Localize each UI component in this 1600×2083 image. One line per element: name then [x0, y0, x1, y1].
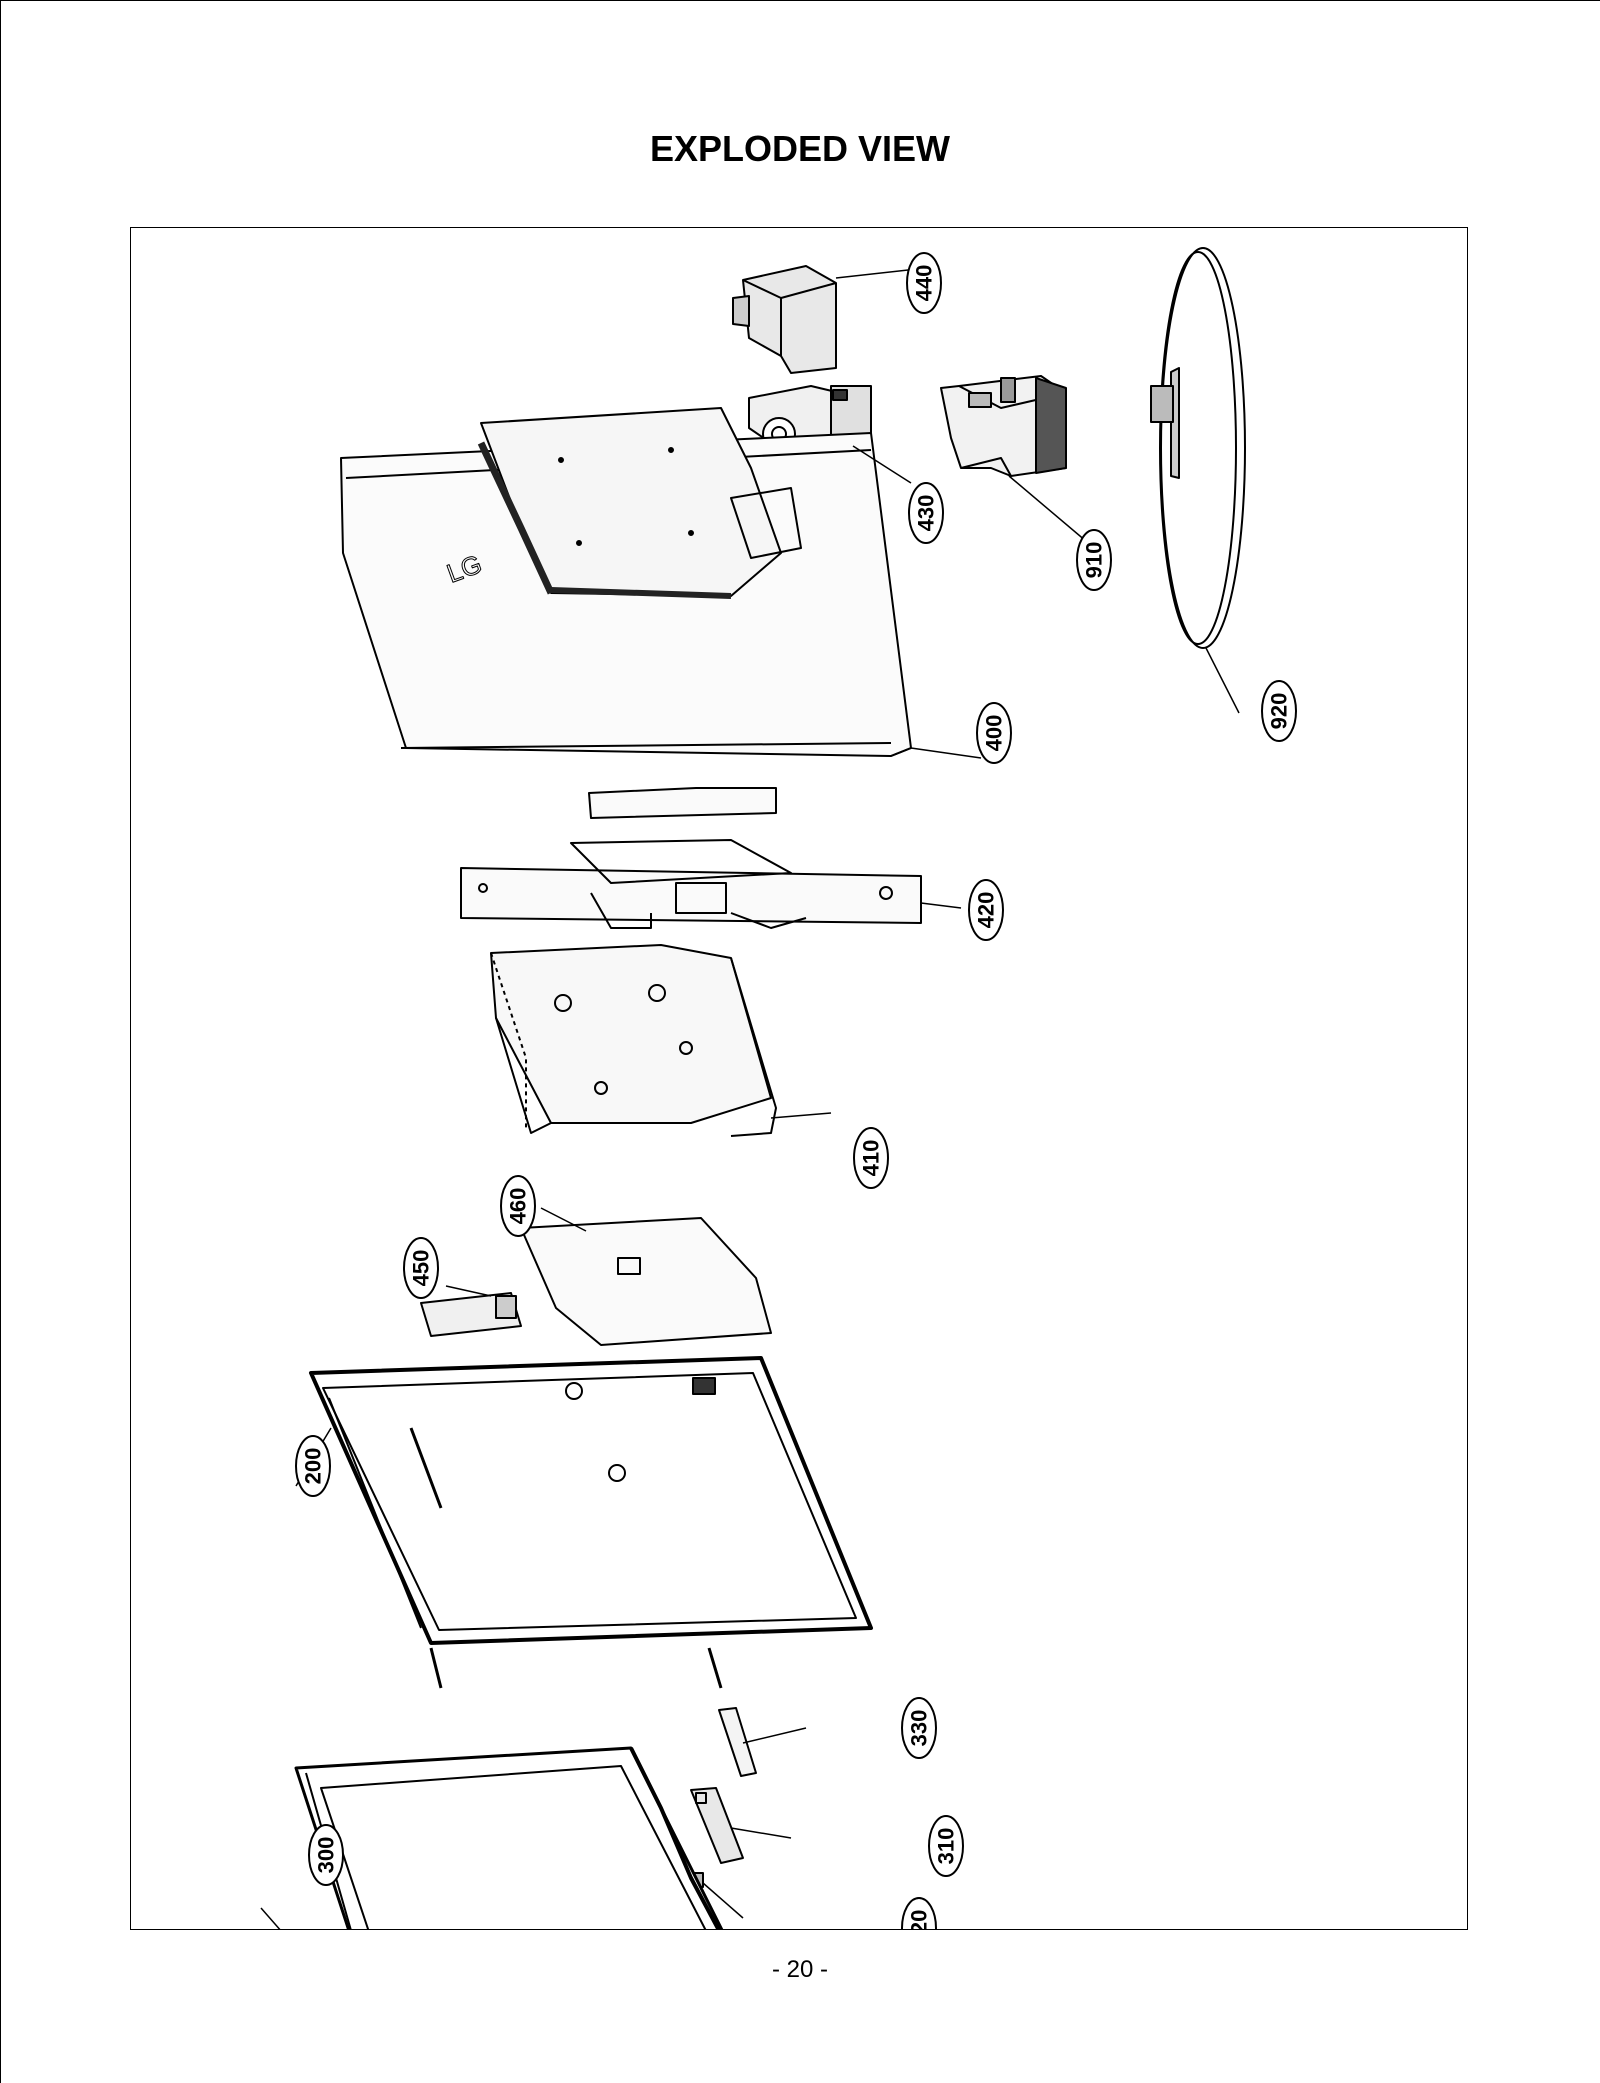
part-410-shield-case	[490, 944, 777, 1137]
callout-910: 910	[1076, 529, 1112, 591]
svg-text:410: 410	[859, 1140, 884, 1177]
callout-440: 440	[906, 252, 942, 314]
svg-text:460: 460	[506, 1188, 531, 1225]
page-title: EXPLODED VIEW	[649, 128, 951, 169]
callout-430: 430	[908, 482, 944, 544]
page-number: - 20 -	[771, 1956, 828, 1983]
callout-310: 310	[928, 1815, 964, 1877]
svg-text:440: 440	[912, 265, 937, 302]
part-200-lcd-panel	[309, 1356, 873, 1689]
part-330-control-button	[718, 1707, 757, 1777]
callout-450: 450	[403, 1237, 439, 1299]
callout-320: 320	[901, 1897, 937, 1929]
part-440-hinge-cover	[732, 265, 837, 374]
svg-text:200: 200	[301, 1448, 326, 1485]
part-300-front-bezel	[294, 1746, 724, 1929]
callout-200: 200	[295, 1435, 331, 1497]
callout-400: 400	[976, 702, 1012, 764]
svg-text:420: 420	[974, 892, 999, 929]
svg-text:300: 300	[314, 1837, 339, 1874]
svg-text:910: 910	[1082, 542, 1107, 579]
part-420-bracket	[460, 787, 922, 929]
exploded-view-diagram: LG	[260, 247, 1297, 1929]
svg-text:310: 310	[934, 1828, 959, 1865]
part-400-back-cover: LG	[340, 407, 912, 757]
part-920-stand-base	[1150, 247, 1246, 649]
svg-text:450: 450	[409, 1250, 434, 1287]
callout-920: 920	[1261, 680, 1297, 742]
page-border-left	[0, 0, 1, 2083]
svg-text:920: 920	[1267, 693, 1292, 730]
part-910-stand-neck	[940, 375, 1067, 477]
svg-text:320: 320	[907, 1910, 932, 1929]
callout-420: 420	[968, 879, 1004, 941]
callout-460: 460	[500, 1175, 536, 1237]
svg-text:430: 430	[914, 495, 939, 532]
exploded-view-figure: LG	[130, 227, 1468, 1930]
svg-text:330: 330	[907, 1710, 932, 1747]
svg-text:400: 400	[982, 715, 1007, 752]
part-460-main-board	[520, 1217, 772, 1346]
callout-410: 410	[853, 1127, 889, 1189]
callout-330: 330	[901, 1697, 937, 1759]
page-border-top	[0, 0, 1600, 1]
part-310-control-board	[690, 1787, 744, 1864]
callout-300: 300	[308, 1824, 344, 1886]
part-450-small-board	[420, 1292, 522, 1337]
